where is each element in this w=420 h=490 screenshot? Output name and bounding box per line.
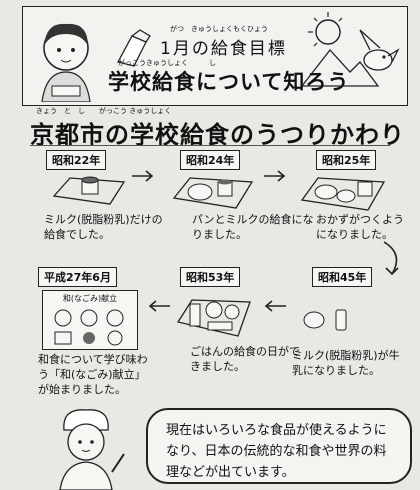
monthly-goal-title: 1月の給食目標 — [160, 39, 287, 59]
girl-illustration — [41, 23, 91, 102]
era-badge-s25: 昭和25年 — [316, 150, 377, 170]
nagomi-menu-label: 和(なごみ)献立 — [62, 294, 118, 303]
caption-s45: ミルク(脱脂粉乳)が牛乳になりました。 — [292, 349, 400, 377]
milk-carton-icon — [117, 29, 151, 67]
caption-s53: ごはんの給食の日ができました。 — [190, 345, 300, 373]
milk-bottle-pair — [303, 309, 347, 331]
curved-arrow-down-icon — [383, 241, 399, 276]
speech-bubble — [146, 408, 412, 484]
chef-illustration — [59, 409, 125, 490]
monthly-goal-slogan: 学校給食について知ろう — [108, 70, 350, 94]
caption-s22: ミルク(脱脂粉乳)だけの給食でした。 — [44, 213, 163, 241]
speech-text: 現在はいろいろな食品が使えるようになり、日本の伝統的な和食や世界の料理などが出て… — [166, 423, 387, 480]
caption-h27: 和食について学び味わう「和(なごみ)献立」が始まりました。 — [38, 353, 148, 396]
arrow-left-icon — [264, 300, 286, 312]
page-title: 京都市の学校給食のうつりかわり — [30, 121, 405, 149]
caption-s25: おかずがつくようになりました。 — [316, 213, 404, 241]
arrow-right-icon — [132, 170, 154, 182]
tray-rice — [176, 299, 251, 337]
nagomi-menu-card: 和(なごみ)献立 — [42, 290, 138, 350]
caption-s24: パンとミルクの給食になりました。 — [192, 213, 314, 241]
sun-mountain-bird-illustration — [300, 12, 400, 87]
tray-bread-milk — [172, 177, 254, 209]
era-badge-s53: 昭和53年 — [180, 267, 241, 287]
arrow-right-icon — [264, 170, 286, 182]
era-badge-s45: 昭和45年 — [312, 267, 373, 287]
washoku-tray — [54, 309, 124, 346]
tray-bread-milk-side — [300, 177, 386, 211]
header-line2-ruby: がっこうきゅうしょく し — [118, 59, 216, 67]
era-badge-s24: 昭和24年 — [180, 150, 241, 170]
title-underline — [30, 145, 390, 146]
arrow-left-icon — [148, 300, 170, 312]
title-ruby: きょう と し がっこう きゅうしょく — [36, 107, 172, 115]
era-badge-s22: 昭和22年 — [46, 150, 107, 170]
tray-milk-only — [52, 176, 126, 205]
header-line1-ruby: がつ きゅうしょくもくひょう — [170, 25, 268, 33]
era-badge-h27: 平成27年6月 — [38, 267, 117, 287]
